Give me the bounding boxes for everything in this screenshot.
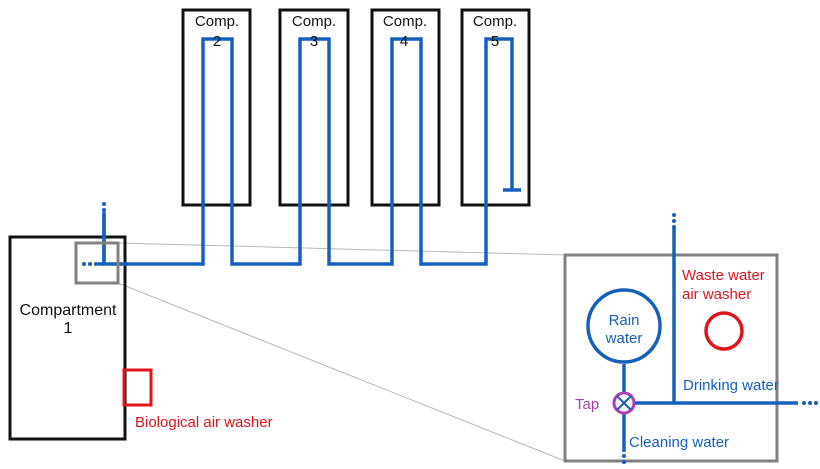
detail-frame <box>563 253 779 463</box>
compartment-4-number: 4 <box>399 33 409 50</box>
zoom-source-frame <box>74 241 120 285</box>
waste-water-label-line1: Waste water <box>682 267 765 284</box>
compartment-1-title: Compartment <box>19 302 117 319</box>
detail-horizontal-dots <box>802 401 818 405</box>
waste-water-washer-circle <box>704 311 744 351</box>
drinking-water-label: Drinking water <box>683 377 779 394</box>
compartment-5-title: Comp. <box>472 13 518 30</box>
cleaning-water-label: Cleaning water <box>629 434 730 451</box>
compartment-4-title: Comp. <box>382 13 428 30</box>
compartment-2-number: 2 <box>212 33 222 50</box>
biological-air-washer-box <box>122 368 153 407</box>
compartment-3-title: Comp. <box>291 13 337 30</box>
tap-label: Tap <box>575 396 600 413</box>
zoom-line-bottom <box>117 282 566 462</box>
compartment-5-box <box>460 8 531 207</box>
rain-water-tank <box>586 288 662 364</box>
zoom-line-top <box>117 242 566 256</box>
waste-water-label-line2: air washer <box>682 286 752 303</box>
tap-icon <box>612 391 636 415</box>
dotted-pipe-vertical <box>102 202 106 218</box>
compartment-5-number: 5 <box>490 33 500 50</box>
compartment-3-box <box>278 8 350 207</box>
compartment-1-box <box>8 235 127 441</box>
dotted-pipe-horizontal <box>82 262 98 266</box>
biological-air-washer-label: Biological air washer <box>135 414 273 431</box>
rain-water-label-line1: Rain <box>608 312 640 329</box>
detail-vertical-dots <box>672 213 676 229</box>
rain-water-label-line2: water <box>605 330 643 347</box>
compartment-4-box <box>370 8 441 207</box>
compartment-2-title: Comp. <box>194 13 240 30</box>
compartment-3-number: 3 <box>309 33 319 50</box>
main-pipe <box>102 37 514 266</box>
cleaning-pipe-dots <box>622 454 626 464</box>
compartment-1-number: 1 <box>63 320 73 337</box>
compartment-2-box <box>181 8 252 207</box>
